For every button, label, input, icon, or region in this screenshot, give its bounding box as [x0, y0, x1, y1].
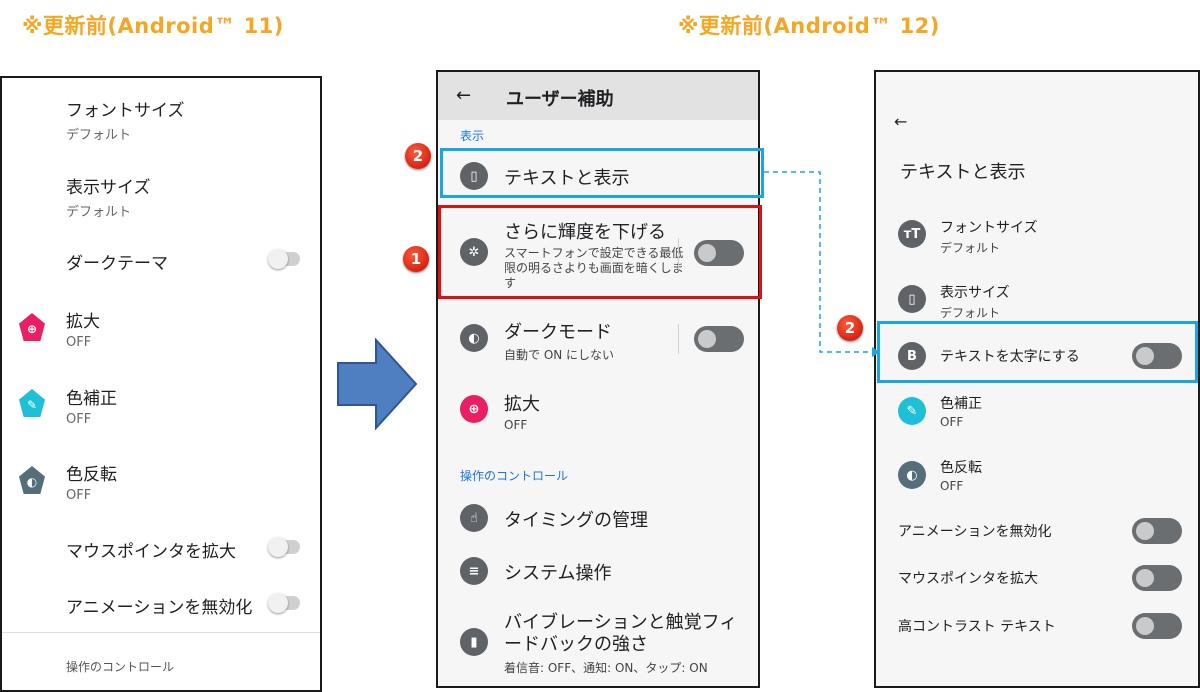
color-inversion-icon: ◐: [19, 466, 45, 494]
font-size-value: デフォルト: [940, 241, 1001, 255]
color-inversion-icon: ◐: [898, 461, 926, 489]
font-size-title: フォントサイズ: [940, 220, 1038, 236]
dark-theme-toggle[interactable]: [268, 249, 300, 269]
transition-arrow-icon: [337, 338, 418, 430]
display-size-item[interactable]: 表示サイズ デフォルト: [66, 173, 151, 220]
app-bar: [438, 72, 758, 120]
vibration-title: バイブレーションと触覚フィードバックの強さ: [504, 612, 738, 655]
bold-text-title: テキストを太字にする: [940, 349, 1080, 365]
color-correction-item[interactable]: 色補正 OFF: [940, 393, 982, 429]
magnification-value: OFF: [504, 418, 528, 432]
mouse-pointer-toggle[interactable]: [1132, 565, 1182, 591]
high-contrast-title: 高コントラスト テキスト: [898, 619, 1056, 635]
text-and-display-panel: ← テキストと表示 тT フォントサイズ デフォルト ▯ 表示サイズ デフォルト…: [874, 70, 1200, 688]
font-size-value: デフォルト: [66, 128, 132, 143]
magnification-icon: ⊕: [19, 313, 45, 341]
mouse-pointer-title: マウスポインタを拡大: [66, 542, 236, 562]
color-correction-icon: ✎: [898, 397, 926, 425]
vibration-desc: 着信音: OFF、通知: ON、タップ: ON: [504, 661, 708, 675]
color-correction-item[interactable]: 色補正 OFF: [66, 384, 117, 427]
text-display-icon: ▯: [460, 162, 488, 190]
section-controls-label: 操作のコントロール: [66, 660, 175, 674]
extra-dim-item[interactable]: さらに輝度を下げる スマートフォンで設定できる最低限の明るさよりも画面を暗くしま…: [504, 218, 684, 291]
android12-accessibility-panel: ← ユーザー補助 表示 ▯ テキストと表示 ✲ さらに輝度を下げる スマートフォ…: [436, 70, 760, 688]
text-and-display-item[interactable]: テキストと表示: [504, 168, 630, 189]
font-size-icon: тT: [898, 220, 926, 248]
color-inversion-value: OFF: [66, 488, 92, 503]
section-divider: [2, 632, 320, 633]
page-title: テキストと表示: [900, 162, 1026, 183]
back-arrow-icon[interactable]: ←: [456, 85, 472, 106]
color-inversion-title: 色反転: [66, 465, 117, 485]
remove-animations-toggle[interactable]: [1132, 518, 1182, 544]
magnification-item[interactable]: 拡大 OFF: [66, 307, 100, 350]
extra-dim-title: さらに輝度を下げる: [504, 222, 666, 243]
display-size-value: デフォルト: [66, 205, 132, 220]
toggle-separator: [678, 238, 679, 270]
display-size-value: デフォルト: [940, 306, 1001, 320]
dark-theme-title: ダークテーマ: [66, 254, 168, 274]
color-inversion-value: OFF: [940, 479, 964, 493]
mouse-pointer-toggle[interactable]: [268, 537, 300, 557]
section-controls-label: 操作のコントロール: [460, 469, 569, 483]
dark-mode-item[interactable]: ダークモード 自動で ON にしない: [504, 318, 614, 363]
font-size-item[interactable]: フォントサイズ デフォルト: [940, 217, 1038, 256]
heading-android11: ※更新前(Android™ 11): [22, 14, 284, 38]
extra-dim-highlight: [438, 205, 762, 299]
extra-dim-icon: ✲: [460, 238, 488, 266]
remove-animations-toggle[interactable]: [268, 593, 300, 613]
extra-dim-desc: スマートフォンで設定できる最低限の明るさよりも画面を暗くします: [504, 246, 684, 290]
text-display-highlight: [440, 148, 764, 198]
dark-mode-title: ダークモード: [504, 322, 612, 343]
color-correction-title: 色補正: [940, 396, 982, 412]
bold-text-icon: B: [898, 342, 926, 370]
font-size-item[interactable]: フォントサイズ デフォルト: [66, 96, 185, 143]
bold-text-highlight: [877, 321, 1198, 383]
magnification-value: OFF: [66, 335, 92, 350]
remove-animations-title: アニメーションを無効化: [66, 598, 253, 618]
color-inversion-item[interactable]: 色反転 OFF: [940, 457, 982, 493]
page-title: ユーザー補助: [506, 89, 614, 110]
color-correction-icon: ✎: [19, 389, 45, 417]
step-badge-1: 1: [403, 246, 429, 272]
connector-arrow-icon: [764, 171, 880, 357]
display-size-title: 表示サイズ: [940, 285, 1010, 301]
timing-icon: ☝: [460, 504, 488, 532]
color-correction-value: OFF: [66, 412, 92, 427]
color-correction-value: OFF: [940, 415, 964, 429]
high-contrast-toggle[interactable]: [1132, 613, 1182, 639]
extra-dim-toggle[interactable]: [694, 240, 744, 266]
step-badge-2: 2: [405, 143, 431, 169]
dark-mode-toggle[interactable]: [694, 326, 744, 352]
system-controls-icon: ≡: [460, 557, 488, 585]
timing-item[interactable]: タイミングの管理: [504, 510, 648, 531]
android11-accessibility-panel: フォントサイズ デフォルト 表示サイズ デフォルト ダークテーマ ⊕ 拡大 OF…: [0, 76, 322, 692]
magnification-item[interactable]: 拡大 OFF: [504, 390, 540, 432]
color-correction-title: 色補正: [66, 389, 117, 409]
vibration-icon: ▮: [460, 628, 488, 656]
color-inversion-item[interactable]: 色反転 OFF: [66, 460, 117, 503]
display-size-item[interactable]: 表示サイズ デフォルト: [940, 282, 1010, 321]
display-size-title: 表示サイズ: [66, 178, 151, 198]
remove-animations-title: アニメーションを無効化: [898, 524, 1052, 540]
dark-mode-desc: 自動で ON にしない: [504, 348, 615, 362]
section-display-label: 表示: [460, 129, 485, 143]
mouse-pointer-title: マウスポインタを拡大: [898, 571, 1038, 587]
font-size-title: フォントサイズ: [66, 101, 185, 121]
magnification-title: 拡大: [66, 312, 100, 332]
system-controls-item[interactable]: システム操作: [504, 563, 612, 584]
toggle-separator-2: [678, 324, 679, 354]
color-inversion-title: 色反転: [940, 460, 982, 476]
magnification-title: 拡大: [504, 394, 540, 415]
heading-android12: ※更新前(Android™ 12): [678, 14, 940, 38]
vibration-item[interactable]: バイブレーションと触覚フィードバックの強さ 着信音: OFF、通知: ON、タッ…: [504, 612, 744, 676]
display-size-icon: ▯: [898, 285, 926, 313]
dark-mode-icon: ◐: [460, 324, 488, 352]
magnification-icon: ⊕: [460, 395, 488, 423]
step-badge-2-b: 2: [837, 315, 863, 341]
back-arrow-icon[interactable]: ←: [894, 112, 908, 131]
bold-text-toggle[interactable]: [1132, 343, 1182, 369]
